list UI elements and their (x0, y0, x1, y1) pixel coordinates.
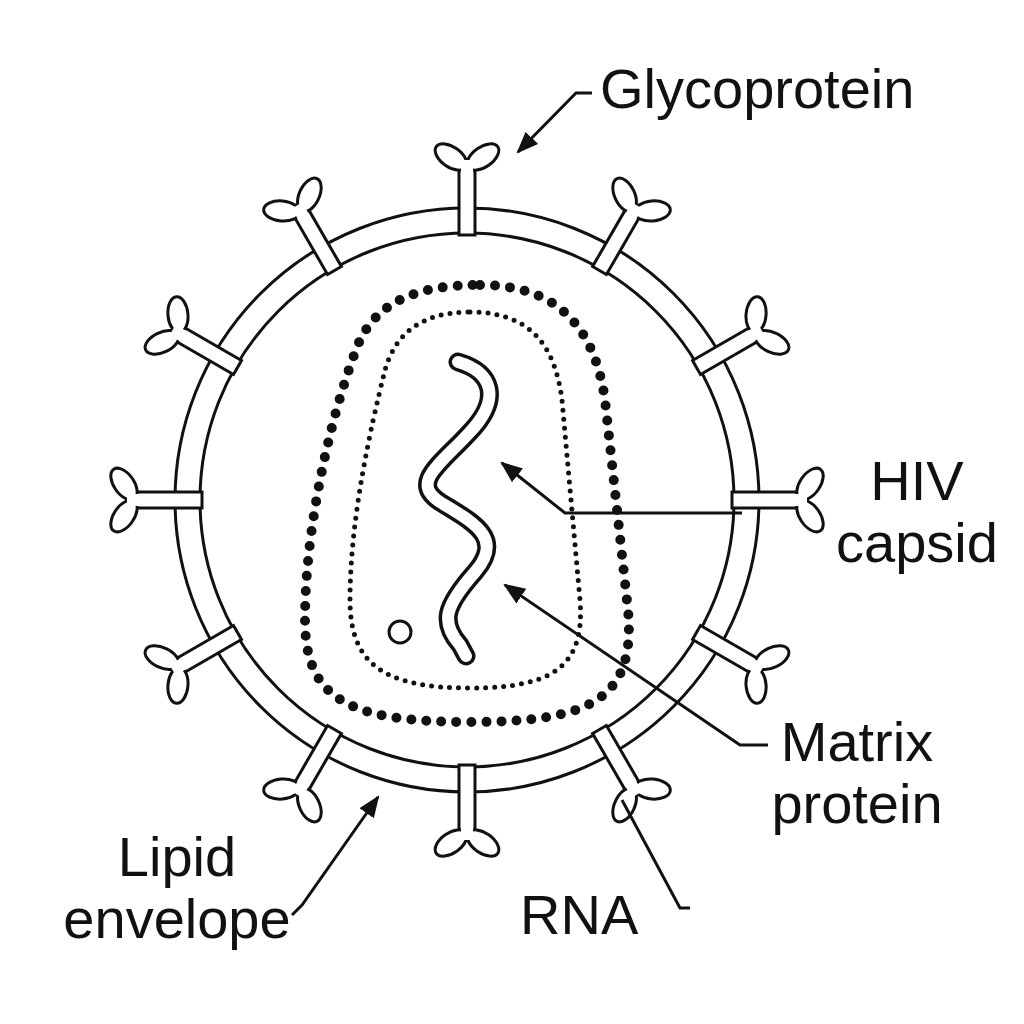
glycoprotein-spike (732, 464, 829, 537)
part-label: RNA (520, 884, 720, 946)
glycoprotein-spike (431, 138, 504, 235)
glycoprotein-spike (255, 169, 366, 289)
glycoprotein-spike (568, 169, 679, 289)
enzyme-dot (389, 621, 411, 643)
leader-line (292, 797, 378, 915)
part-label: Matrix protein (757, 711, 957, 835)
part-label: Lipid envelope (57, 826, 297, 950)
glycoprotein-spike (136, 601, 256, 712)
part-label: Glycoprotein (600, 58, 1000, 120)
rna-strand-fill (428, 362, 490, 656)
leader-line (502, 463, 742, 513)
envelope-outer (175, 208, 759, 792)
matrix-outline (350, 312, 581, 688)
glycoprotein-spike (678, 601, 798, 712)
glycoprotein-spike (678, 288, 798, 399)
leader-line (518, 93, 592, 152)
glycoprotein-spike (568, 711, 679, 831)
leader-line (505, 585, 768, 745)
glycoprotein-spike (136, 288, 256, 399)
part-label: HIV capsid (817, 450, 1017, 574)
rna-strand-outline (428, 362, 490, 656)
glycoprotein-spike (105, 464, 202, 537)
glycoprotein-spike (431, 765, 504, 862)
capsid-outline (305, 285, 629, 722)
glycoprotein-spike (255, 711, 366, 831)
